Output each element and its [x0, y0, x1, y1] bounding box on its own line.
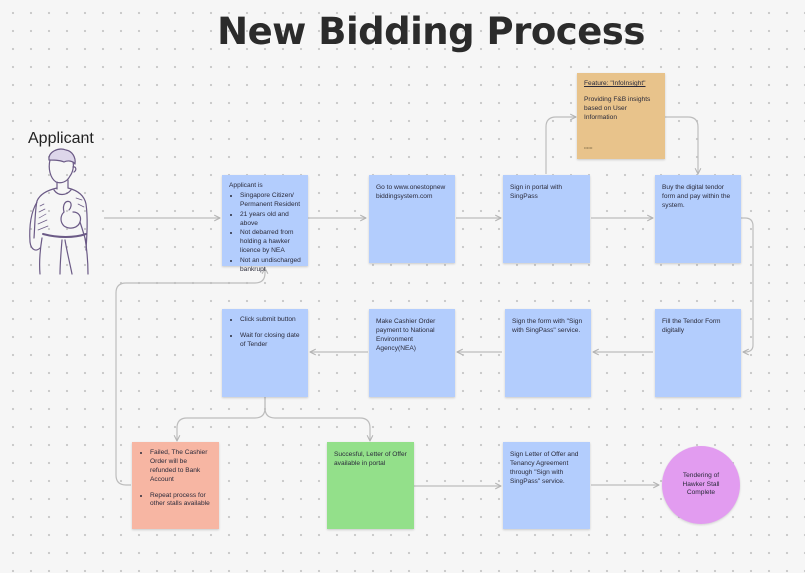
singpass-signin-text: Sign in portal with SingPass — [510, 184, 563, 200]
applicant-label: Applicant — [28, 130, 94, 147]
arrow-step3-to-feature — [545, 117, 576, 174]
arrow-failed-to-step1 — [115, 268, 265, 486]
website-text: Go to www.onestopnewbiddingsystem.com — [376, 184, 446, 200]
page-title: New Bidding Process — [217, 10, 645, 53]
eligibility-list: Singapore Citizen/ Permanent Resident 21… — [229, 192, 301, 275]
singpass-signin-note[interactable]: Sign in portal with SingPass — [503, 175, 590, 263]
sign-form-note[interactable]: Sign the form with "Sign with SingPass" … — [505, 309, 591, 397]
successful-note[interactable]: Succesful, Letter of Offer available in … — [327, 442, 414, 529]
list-item: Repeat process for other stalls availabl… — [150, 492, 212, 510]
person-illustration-icon — [29, 148, 89, 275]
list-item: Not debarred from holding a hawker licen… — [240, 229, 301, 256]
list-item: Failed, The Cashier Order will be refund… — [150, 449, 212, 485]
complete-circle[interactable]: Tendering of Hawker Stall Complete — [662, 446, 740, 524]
arrow-step8-to-success — [264, 397, 370, 441]
submit-note[interactable]: Click submit button Wait for closing dat… — [222, 309, 308, 397]
buy-tendor-form-note[interactable]: Buy the digital tendor form and pay with… — [655, 175, 741, 263]
arrow-step4-to-step5 — [741, 217, 754, 352]
successful-text: Succesful, Letter of Offer available in … — [334, 451, 407, 467]
fill-tendor-form-text: Fill the Tendor Form digitally — [662, 318, 721, 334]
list-item: Wait for closing date of Tender — [240, 332, 301, 350]
cashier-order-text: Make Cashier Order payment to National E… — [376, 318, 436, 352]
failed-list: Failed, The Cashier Order will be refund… — [139, 449, 212, 509]
list-item: Click submit button — [240, 316, 301, 325]
failed-note[interactable]: Failed, The Cashier Order will be refund… — [132, 442, 219, 529]
eligibility-note[interactable]: Applicant is Singapore Citizen/ Permanen… — [222, 175, 308, 273]
feature-infoinsight-note[interactable]: Feature: "InfoInsight" Providing F&B ins… — [577, 73, 665, 159]
feature-author-tag: •••••• — [584, 144, 593, 150]
arrow-step8-to-failed — [177, 397, 266, 441]
website-note[interactable]: Go to www.onestopnewbiddingsystem.com — [369, 175, 455, 263]
arrow-feature-to-step4 — [665, 116, 698, 174]
buy-tendor-form-text: Buy the digital tendor form and pay with… — [662, 184, 731, 209]
eligibility-heading: Applicant is — [229, 182, 263, 189]
sign-letter-of-offer-text: Sign Letter of Offer and Tenancy Agreeme… — [510, 451, 579, 485]
submit-list: Click submit button Wait for closing dat… — [229, 316, 301, 350]
sign-form-text: Sign the form with "Sign with SingPass" … — [512, 318, 583, 334]
list-item: Not an undischarged bankrupt — [240, 257, 301, 275]
list-item: 21 years old and above — [240, 211, 301, 229]
complete-text: Tendering of Hawker Stall Complete — [682, 471, 720, 497]
feature-title: Feature: "InfoInsight" — [584, 80, 646, 87]
cashier-order-note[interactable]: Make Cashier Order payment to National E… — [369, 309, 455, 397]
sign-letter-of-offer-note[interactable]: Sign Letter of Offer and Tenancy Agreeme… — [503, 442, 590, 529]
list-item: Singapore Citizen/ Permanent Resident — [240, 192, 301, 210]
feature-description: Providing F&B insights based on User Inf… — [584, 95, 651, 121]
fill-tendor-form-note[interactable]: Fill the Tendor Form digitally — [655, 309, 741, 397]
